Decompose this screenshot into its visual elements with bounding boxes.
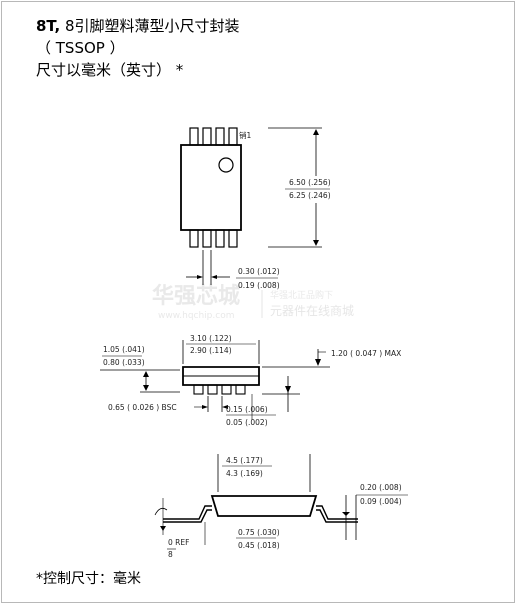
side-lead-1 xyxy=(193,384,204,395)
top-lead-4 xyxy=(228,127,238,146)
side-view xyxy=(100,340,330,420)
foot-length-max: 0.75 (.030) xyxy=(238,528,280,537)
bottom-lead-4 xyxy=(228,229,238,248)
footnote: *控制尺寸：毫米 xyxy=(36,571,141,587)
package-type: （ TSSOP ） xyxy=(36,39,125,57)
top-lead-3 xyxy=(215,127,225,146)
end-view xyxy=(154,454,408,545)
left-gull-lead xyxy=(163,505,212,520)
right-gull-lead xyxy=(316,505,358,520)
lead-width-min: 0.19 (.008) xyxy=(238,281,280,290)
foot-length-min: 0.45 (.018) xyxy=(238,541,280,550)
top-view xyxy=(180,127,330,285)
package-code: 8T, xyxy=(36,17,61,35)
body-length-min: 2.90 (.114) xyxy=(190,346,232,355)
end-width-min: 4.3 (.169) xyxy=(226,469,263,478)
standoff-max: 1.05 (.041) xyxy=(103,345,145,354)
end-view-body xyxy=(210,495,318,517)
end-width-max: 4.5 (.177) xyxy=(226,456,263,465)
pin1-marker xyxy=(218,157,234,173)
watermark: 华强芯城 www.hqchip.com 华强北正品购下 元器件在线商城 xyxy=(152,283,354,321)
watermark-url: www.hqchip.com xyxy=(158,311,234,321)
side-lead-4 xyxy=(235,384,246,395)
standoff-min: 0.80 (.033) xyxy=(103,358,145,367)
package-description: 8引脚塑料薄型小尺寸封装 xyxy=(60,17,240,35)
body-length-max: 3.10 (.122) xyxy=(190,334,232,343)
lead-clearance-min: 0.05 (.002) xyxy=(226,418,268,427)
package-title: 8T, 8引脚塑料薄型小尺寸封装 xyxy=(36,16,240,36)
top-lead-1 xyxy=(189,127,199,146)
lead-clearance-max: 0.15 (.006) xyxy=(226,405,268,414)
watermark-brand: 华强芯城 xyxy=(152,283,240,309)
bottom-lead-2 xyxy=(202,229,212,248)
watermark-tagline: 元器件在线商城 xyxy=(270,303,354,318)
overall-height-max: 1.20 ( 0.047 ) MAX xyxy=(331,349,401,358)
top-lead-2 xyxy=(202,127,212,146)
watermark-tagline-small: 华强北正品购下 xyxy=(270,289,333,301)
top-view-body xyxy=(180,144,242,231)
side-lead-2 xyxy=(207,384,218,395)
side-view-body xyxy=(182,366,260,386)
angle-ref-label: 0 REF xyxy=(168,538,189,547)
side-lead-3 xyxy=(221,384,232,395)
top-height-max: 6.50 (.256) xyxy=(289,178,331,187)
lead-thickness-min: 0.09 (.004) xyxy=(360,497,402,506)
bottom-lead-1 xyxy=(189,229,199,248)
units-note: 尺寸以毫米（英寸） * xyxy=(36,61,184,79)
lead-pitch: 0.65 ( 0.026 ) BSC xyxy=(108,403,177,412)
angle-ref-value: 8 xyxy=(168,550,173,559)
bottom-lead-3 xyxy=(215,229,225,248)
pin1-label: 销1 xyxy=(239,130,251,140)
lead-thickness-max: 0.20 (.008) xyxy=(360,483,402,492)
lead-width-max: 0.30 (.012) xyxy=(238,267,280,276)
top-height-min: 6.25 (.246) xyxy=(289,191,331,200)
